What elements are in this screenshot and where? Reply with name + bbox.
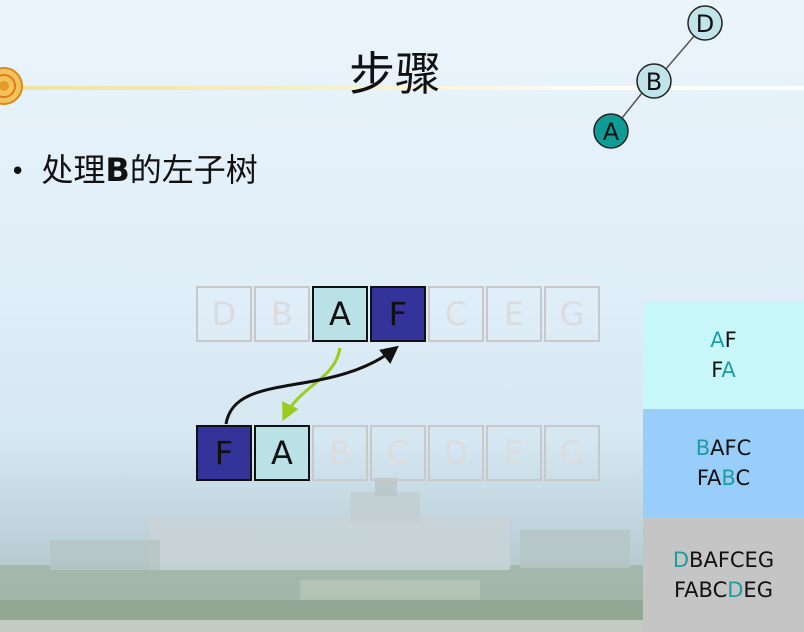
panel-2-line-2: FABC <box>696 466 751 490</box>
emblem-logo-icon <box>0 67 23 105</box>
bottom-cell: A <box>254 425 310 481</box>
top-cell: A <box>312 286 368 342</box>
tree-node-b-label: B <box>646 68 662 96</box>
panel-3-line-1: DBAFCEG <box>672 547 775 572</box>
bullet-text-bold: B <box>105 151 130 189</box>
panel-1-line-2: FA <box>711 358 736 382</box>
top-cell: C <box>428 286 484 342</box>
title-underline <box>0 86 804 90</box>
swap-arrows <box>224 345 399 425</box>
page-title: 步骤 <box>349 47 441 101</box>
green-move-arrow <box>282 347 342 422</box>
bottom-cell: G <box>544 425 600 481</box>
bullet-symbol: • <box>10 157 26 187</box>
tree-node-a-label: A <box>603 118 620 146</box>
bullet-text-suffix: 的左子树 <box>129 151 258 189</box>
bottom-cell: D <box>428 425 484 481</box>
bottom-cell: B <box>312 425 368 481</box>
top-cell: B <box>254 286 310 342</box>
bullet-point: • 处理B的左子树 <box>10 150 258 190</box>
top-cell: F <box>370 286 426 342</box>
tree-node-b: B <box>636 63 672 99</box>
tree-node-d: D <box>687 5 723 41</box>
tree-edge-b-a <box>621 92 643 119</box>
sequence-panel-1: AF FA <box>643 301 804 409</box>
black-move-arrow <box>224 345 399 425</box>
bullet-text-prefix: 处理 <box>41 151 106 189</box>
bottom-cell: E <box>486 425 542 481</box>
sequence-panel-3: DBAFCEG FABCDEG <box>643 517 804 632</box>
top-cell: E <box>486 286 542 342</box>
tree-node-d-label: D <box>696 10 714 38</box>
sequence-panel-2: BAFC FABC <box>643 409 804 517</box>
bottom-cell: F <box>196 425 252 481</box>
bottom-cell: C <box>370 425 426 481</box>
tree-node-a: A <box>593 113 629 149</box>
top-cell: D <box>196 286 252 342</box>
campus-background-image <box>0 470 650 632</box>
panel-3-line-2: FABCDEG <box>674 577 773 602</box>
binary-tree-diagram: D B A <box>593 5 723 149</box>
panel-2-line-1: BAFC <box>695 436 752 460</box>
top-cell: G <box>544 286 600 342</box>
tree-edge-d-b <box>664 34 696 71</box>
panel-1-line-1: AF <box>710 328 737 352</box>
